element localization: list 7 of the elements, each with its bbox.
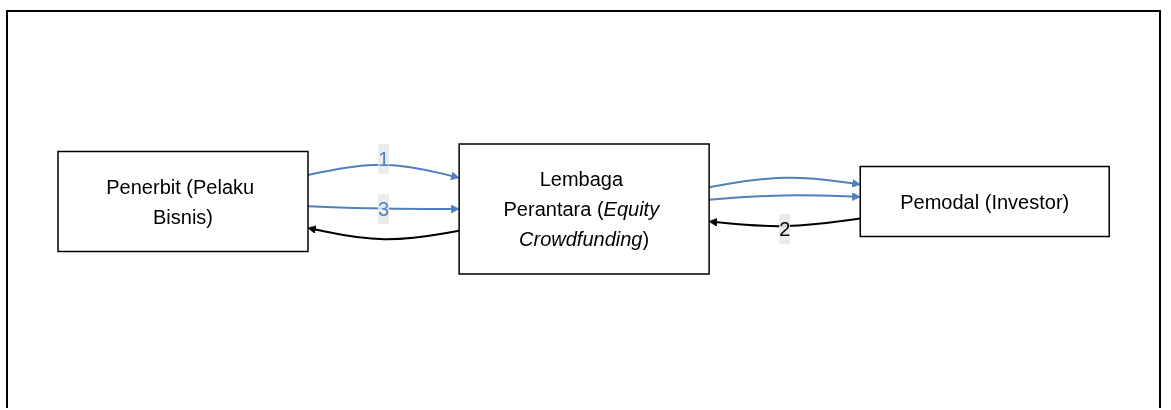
edge-label: 2 — [779, 218, 791, 240]
arrow — [307, 225, 460, 241]
edge-label: 1 — [378, 148, 390, 171]
edge-label: 3 — [377, 198, 390, 220]
node-box: Pemodal (Investor) — [859, 165, 1110, 238]
node-box: Penerbit (Pelaku Bisnis) — [57, 150, 309, 253]
node-box: Lembaga Perantara (Equity Crowdfunding) — [458, 143, 710, 275]
